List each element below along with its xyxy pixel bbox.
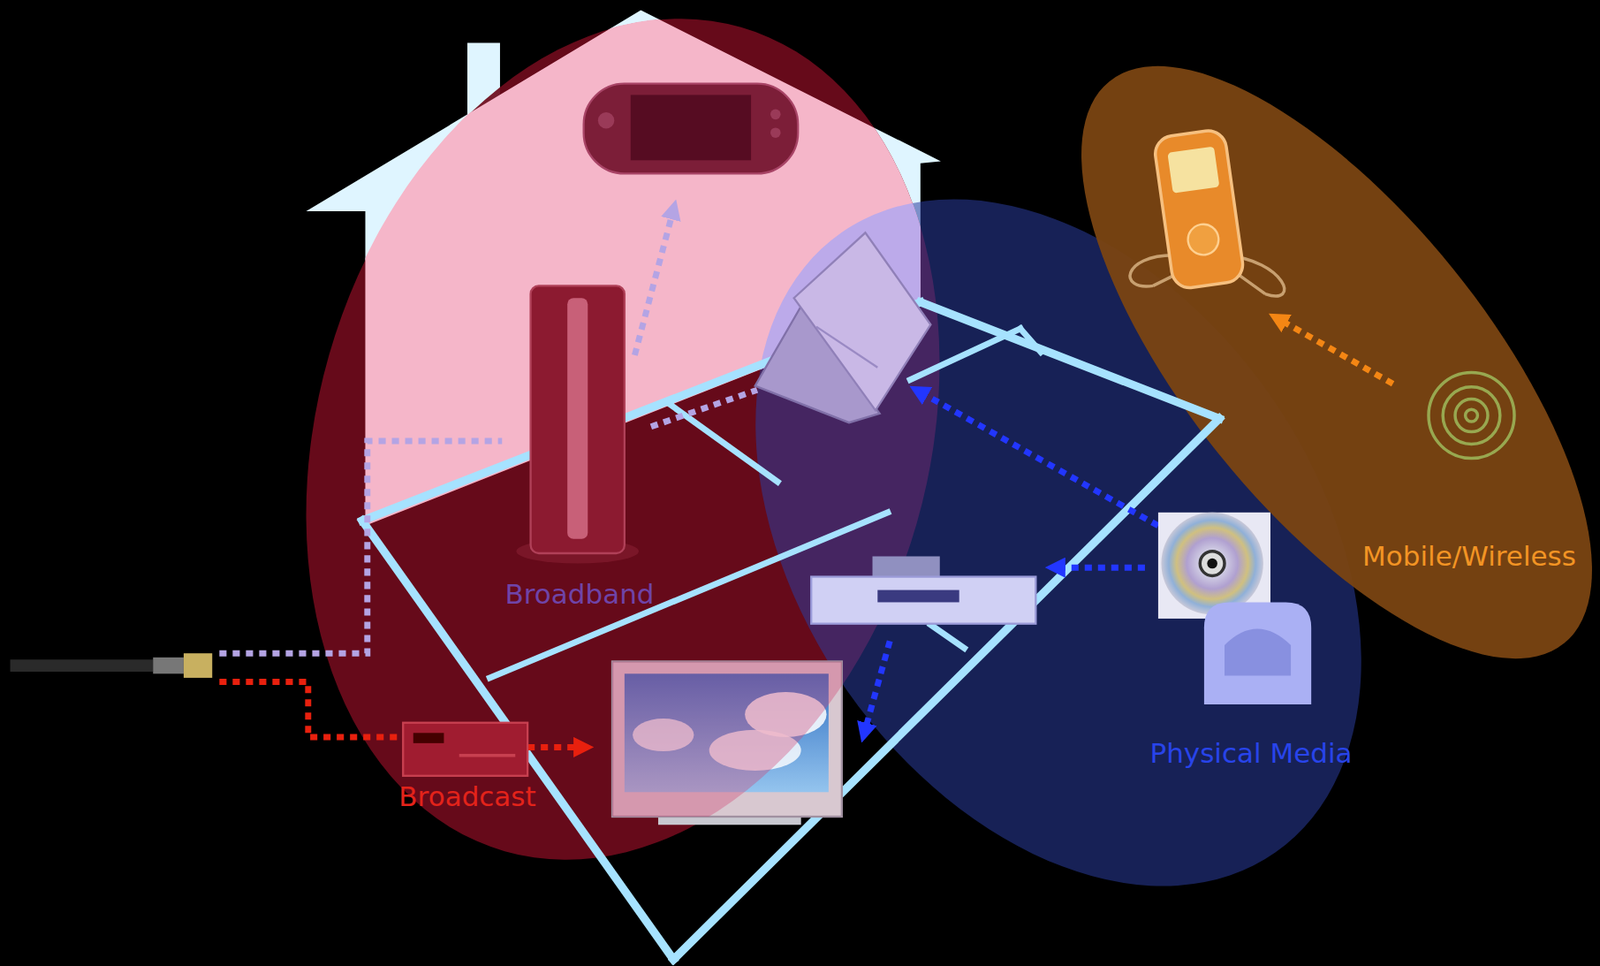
region-label: Broadband [505, 578, 655, 609]
disc-player [811, 555, 1036, 623]
disc [1160, 512, 1264, 615]
handheld-console [583, 83, 799, 175]
music-phone [1129, 128, 1285, 296]
floor-edge [362, 302, 921, 521]
floor-edge [362, 520, 674, 960]
broadband-line [651, 389, 758, 427]
cable [10, 659, 154, 672]
region-label: Broadcast [398, 781, 536, 812]
tv-stand [658, 814, 802, 826]
illustration-group [10, 10, 1515, 960]
floor-plan [362, 302, 1220, 960]
plug-tip [183, 652, 213, 678]
player-body [811, 576, 1036, 624]
inner-wall [668, 402, 779, 482]
modem-strip [567, 297, 588, 539]
signal-ring [1455, 399, 1488, 433]
house-wall-overlap [306, 10, 941, 526]
inner-wall [1020, 328, 1041, 353]
laptop [755, 232, 932, 423]
media-arrow [864, 640, 890, 733]
signal-paths [219, 209, 1393, 748]
broadcast-arrow [527, 743, 584, 751]
laptop-lid [794, 232, 932, 410]
disc-hole [1206, 558, 1218, 569]
dock [1204, 601, 1312, 704]
earphone-cord [1129, 255, 1285, 296]
console-button [598, 112, 615, 129]
region-label: Mobile/Wireless [1362, 540, 1577, 571]
disc-hub [1199, 551, 1225, 577]
tv-frame [612, 660, 842, 817]
modem-base [515, 538, 639, 564]
floor-edge [920, 302, 1220, 419]
phone-body [1152, 128, 1245, 290]
disc-case [1158, 512, 1271, 619]
signal-ring [1465, 409, 1479, 422]
television [612, 660, 842, 825]
tv-tint [612, 660, 842, 817]
overlap-tint [306, 10, 941, 526]
tv-screen [624, 673, 829, 792]
modem-body [530, 285, 625, 554]
cloud [709, 729, 802, 771]
cloud [632, 718, 694, 751]
broadcast-line [219, 682, 400, 737]
inner-wall [909, 328, 1021, 380]
console-button [770, 109, 782, 121]
media-arrow [918, 390, 1159, 525]
floor-edge [673, 418, 1220, 960]
optical-disc [1158, 512, 1271, 619]
ellipse-outline [1081, 53, 1594, 672]
phone-screen [1167, 146, 1220, 194]
house-wall-tint [306, 10, 941, 526]
phone-group [1152, 128, 1245, 290]
laptop-base [755, 306, 880, 424]
modem [515, 285, 639, 563]
signal-ring [1428, 372, 1515, 459]
cloud [744, 691, 827, 737]
wireless-signal [1428, 372, 1515, 459]
remote [872, 555, 941, 578]
cable-plug [10, 652, 213, 678]
console-button [770, 127, 782, 138]
inner-wall [489, 512, 888, 678]
media-arrow [1054, 564, 1146, 571]
receiver-body [402, 722, 528, 776]
region-ellipse: Mobile/Wireless [1081, 53, 1594, 672]
ellipse-shape [993, 0, 1600, 737]
receiver-slot [459, 753, 516, 757]
receiver-display [413, 732, 445, 744]
broadband-arrow [634, 209, 674, 356]
receiver [402, 722, 528, 776]
console-body [583, 83, 799, 175]
dock-slot [1224, 628, 1291, 675]
player-display [877, 590, 959, 603]
broadband-line [219, 440, 502, 653]
wireless-arrow [1277, 318, 1394, 384]
console-screen [630, 94, 751, 160]
laptop-detail [816, 326, 878, 368]
region-label: Physical Media [1149, 737, 1352, 768]
signal-ring [1442, 386, 1501, 445]
inner-wall [930, 624, 964, 649]
plug-body [152, 657, 184, 674]
phone-keypad [1185, 222, 1221, 258]
dock-body [1204, 601, 1312, 704]
